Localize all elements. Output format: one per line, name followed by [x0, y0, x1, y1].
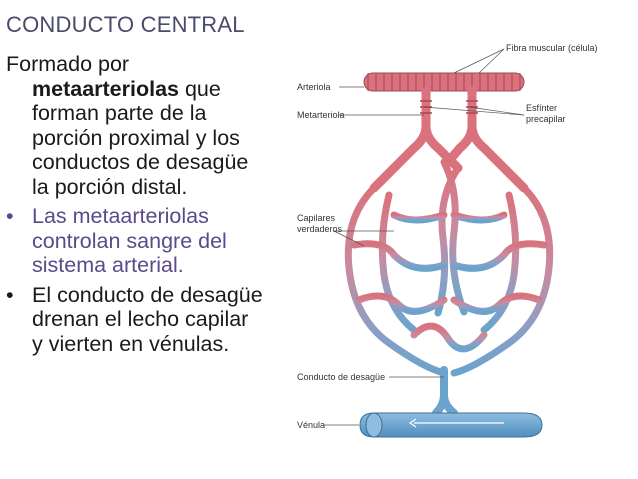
bullet-2-line-2: drenan el lecho capilar	[32, 307, 249, 331]
bullet-1-line-2: controlan sangre del	[32, 228, 227, 253]
bullet-1-line-3: sistema arterial.	[32, 253, 184, 277]
intro-bold-term: metaarteriolas	[32, 76, 179, 101]
capillary-bed-diagram: Fibra muscular (célula) Arteriola Metart…	[297, 43, 598, 438]
bullet-1-line-1: Las metaarteriolas	[32, 204, 209, 228]
label-metarteriola: Metarteriola	[297, 110, 345, 120]
intro-line-3: forman parte de la	[32, 101, 207, 125]
intro-line-2-rest: que	[179, 76, 221, 101]
bullet-2-line-3: y vierten en vénulas.	[32, 331, 230, 356]
capillary-network	[344, 158, 554, 377]
label-esfinter-1: Esfínter	[526, 103, 557, 113]
intro-line-1: Formado por	[6, 52, 130, 76]
intro-line-5: conductos de desagüe	[32, 150, 249, 174]
arteriole-vessel	[363, 72, 525, 92]
label-venula: Vénula	[297, 420, 325, 430]
label-leader-lines	[324, 48, 525, 426]
thoroughfare-channel	[432, 366, 458, 417]
slide-title: CONDUCTO CENTRAL	[6, 12, 245, 37]
intro-line-2: metaarteriolas que	[6, 77, 291, 102]
slide-body-text: Formado por metaarteriolas que forman pa…	[6, 52, 291, 356]
metarteriole-vessels	[369, 86, 529, 193]
bullet-dot-icon: •	[6, 204, 14, 228]
intro-line-6: la porción distal.	[32, 174, 188, 199]
label-capilares-2: verdaderos	[297, 224, 343, 234]
bullet-item-conducto: • El conducto de desagüe drenan el lecho…	[6, 283, 291, 357]
bullet-item-metaarteriolas: • Las metaarteriolas controlan sangre de…	[6, 204, 291, 278]
label-arteriola: Arteriola	[297, 82, 331, 92]
intro-line-4: porción proximal y los	[32, 125, 240, 150]
label-conducto-desague: Conducto de desagüe	[297, 372, 385, 382]
label-capilares-1: Capilares	[297, 213, 336, 223]
venule-vessel	[359, 412, 543, 438]
bullet-dot-icon: •	[6, 282, 14, 307]
label-fibra-muscular: Fibra muscular (célula)	[506, 43, 598, 53]
label-esfinter-2: precapilar	[526, 114, 566, 124]
bullet-2-line-1: El conducto de desagüe	[32, 282, 263, 307]
